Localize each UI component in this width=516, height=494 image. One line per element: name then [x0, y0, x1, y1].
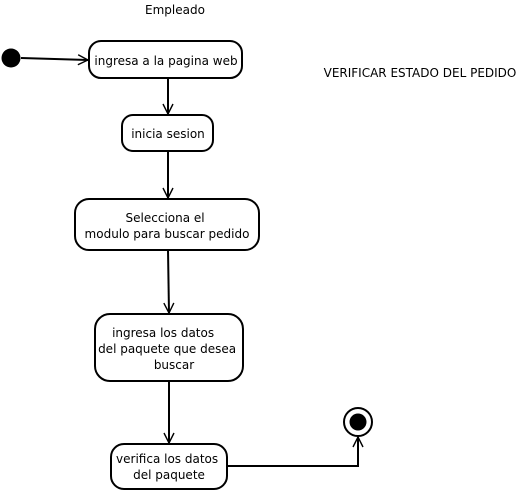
action-label: buscar [154, 358, 194, 372]
action-ingresa-datos-paquete: ingresa los datos del paquete que desea … [94, 313, 244, 382]
svg-text:inicia sesion: inicia sesion [131, 127, 205, 141]
action-ingresa-pagina-web: ingresa a la pagina web [88, 40, 243, 79]
action-inicia-sesion: inicia sesion [121, 114, 214, 152]
action-label: ingresa a la pagina web [94, 54, 237, 68]
flow-start-to-action-1 [20, 58, 88, 60]
svg-text:Selecciona el modulo par: Selecciona el modulo para buscar pedido [85, 211, 250, 241]
action-label: del paquete que desea [98, 342, 236, 356]
initial-node [1, 48, 21, 68]
svg-text:ingresa los datos del pa: ingresa los datos del paquete que desea … [98, 326, 240, 372]
final-node [343, 407, 373, 437]
action-label: modulo para buscar pedido [85, 227, 250, 241]
action-label: inicia sesion [131, 127, 205, 141]
svg-text:ingresa a la pagina web: ingresa a la pagina web [94, 54, 237, 68]
action-label: Selecciona el [126, 211, 205, 225]
action-label: del paquete [133, 468, 205, 482]
flow-action-5-to-end [228, 437, 358, 467]
control-flows [20, 58, 358, 467]
action-label: ingresa los datos [112, 326, 214, 340]
swimlane-label: Empleado [145, 3, 205, 17]
action-selecciona-modulo: Selecciona el modulo para buscar pedido [74, 198, 260, 251]
action-verifica-datos: verifica los datos del paquete [110, 443, 228, 490]
flow-action-3-to-4 [168, 249, 169, 313]
svg-text:verifica los datos del p: verifica los datos del paquete [116, 452, 222, 482]
action-label: verifica los datos [116, 452, 218, 466]
diagram-title: VERIFICAR ESTADO DEL PEDIDO [324, 66, 516, 80]
